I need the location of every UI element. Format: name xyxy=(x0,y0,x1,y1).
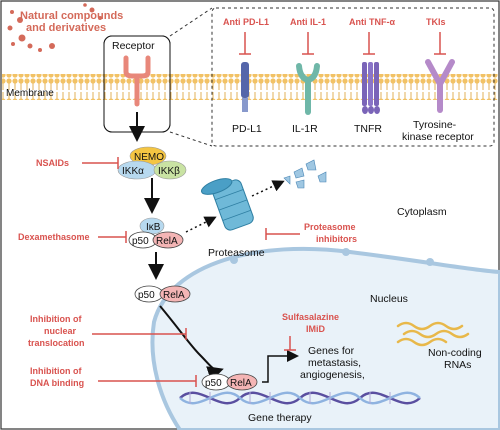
receptor-icon xyxy=(123,55,151,107)
genes-line3: angiogenesis, xyxy=(300,369,365,381)
dna-binding-bar xyxy=(98,375,197,387)
rela-label-3: RelA xyxy=(230,378,252,389)
degradation-arrow xyxy=(251,180,285,197)
pdl1-label: PD-L1 xyxy=(232,123,262,135)
sulfasalazine-bar xyxy=(284,336,296,351)
gene-therapy-label: Gene therapy xyxy=(248,412,312,424)
tkis-label: TKIs xyxy=(426,17,446,27)
nsaids-bar xyxy=(82,157,119,169)
receptor-label: Receptor xyxy=(112,40,155,52)
proteasome-icon xyxy=(201,178,254,231)
tkr-label-line1: Tyrosine- xyxy=(413,119,457,131)
tkr-label-line2: kinase receptor xyxy=(402,131,474,143)
noncoding-line2: RNAs xyxy=(444,359,471,371)
ikb-p50-rela-complex xyxy=(128,217,184,249)
sulfasalazine-label: Sulfasalazine xyxy=(282,312,339,322)
rela-label-2: RelA xyxy=(163,290,185,301)
receptor-targets-box xyxy=(211,7,495,147)
genes-line1: Genes for xyxy=(308,345,355,357)
il1r-label: IL-1R xyxy=(292,123,318,135)
p50-rela-dna-complex xyxy=(201,373,258,391)
ikb-label: IκB xyxy=(146,222,161,233)
p50-label-3: p50 xyxy=(205,378,222,389)
anti-tnfa-label: Anti TNF-α xyxy=(349,17,395,27)
dexamethasome-bar xyxy=(98,231,127,243)
natural-compounds-label-line2: and derivatives xyxy=(26,22,106,34)
pdl1-receptor-icon xyxy=(241,62,249,112)
membrane-bilayer xyxy=(2,74,498,100)
nuclear-translocation-bar xyxy=(92,328,187,340)
p50-label-2: p50 xyxy=(138,290,155,301)
p50-label-1: p50 xyxy=(132,236,149,247)
dna-binding-line2: DNA binding xyxy=(30,378,84,388)
ikka-label: IKKα xyxy=(122,166,144,177)
anti-il1-label: Anti IL-1 xyxy=(290,17,326,27)
ikb-to-proteasome-arrow xyxy=(185,216,217,233)
proteasome-inhibitors-line2: inhibitors xyxy=(316,234,357,244)
dna-helix xyxy=(179,391,421,405)
peptide-fragments-icon xyxy=(283,159,327,189)
tnfr-receptor-icon xyxy=(362,62,380,114)
natural-compounds-label-line1: Natural compounds xyxy=(20,10,123,22)
nucleus-label: Nucleus xyxy=(370,293,408,305)
proteasome-label: Proteasome xyxy=(208,247,265,259)
tnfr-label: TNFR xyxy=(354,123,382,135)
membrane-label: Membrane xyxy=(6,88,54,99)
rela-label-1: RelA xyxy=(156,236,178,247)
anti-pdl1-label: Anti PD-L1 xyxy=(223,17,269,27)
proteasome-inhibitors-line1: Proteasome xyxy=(304,222,356,232)
dexamethasome-label: Dexamethasome xyxy=(18,232,90,242)
nuclear-translocation-line3: translocation xyxy=(28,338,85,348)
panel-inhibition-bars xyxy=(239,32,446,55)
dna-rungs xyxy=(189,392,391,404)
cytoplasm-label: Cytoplasm xyxy=(397,206,447,218)
nuclear-translocation-line2: nuclear xyxy=(44,326,77,336)
ikk-complex xyxy=(117,146,187,180)
ikkb-label: IKKβ xyxy=(158,166,180,177)
p50-rela-complex xyxy=(134,285,191,303)
signal-arrows xyxy=(129,112,224,382)
non-coding-rna-icon xyxy=(396,321,470,347)
noncoding-line1: Non-coding xyxy=(428,347,482,359)
tyrosine-kinase-receptor-icon xyxy=(425,59,455,113)
dna-binding-line1: Inhibition of xyxy=(30,366,82,376)
il1r-receptor-icon xyxy=(296,63,320,115)
nuclear-translocation-line1: Inhibition of xyxy=(30,314,82,324)
nsaids-label: NSAIDs xyxy=(36,158,69,168)
natural-compounds-dots xyxy=(7,3,102,52)
nucleus xyxy=(150,246,500,430)
nemo-label: NEMO xyxy=(134,152,164,163)
nuclear-pores xyxy=(230,248,434,266)
transcription-arrow xyxy=(262,350,299,383)
imid-label: IMiD xyxy=(306,324,325,334)
genes-line2: metastasis, xyxy=(308,357,361,369)
